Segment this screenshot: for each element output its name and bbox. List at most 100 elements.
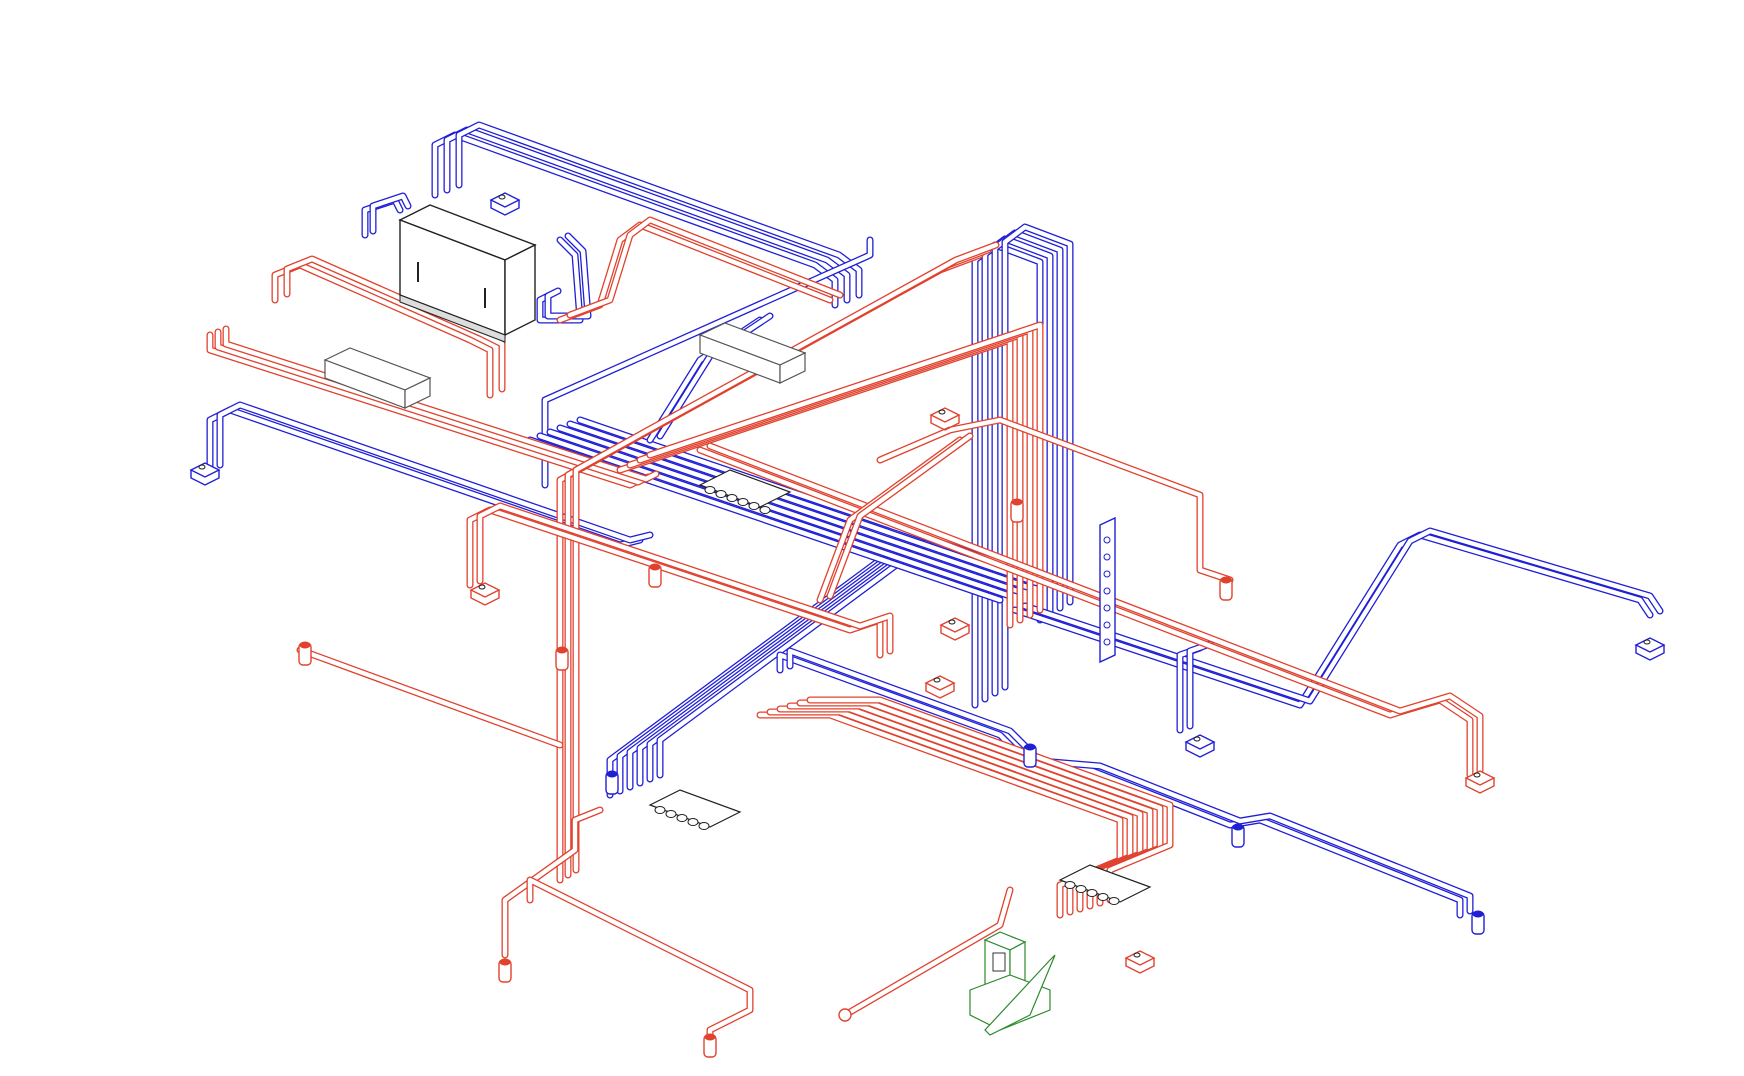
supply-hood-feed-0-core bbox=[842, 887, 1013, 1018]
terminal-box-icon-5-top bbox=[939, 617, 971, 633]
supply-left-headers-2-core bbox=[223, 326, 659, 482]
terminal-box-icon-3 bbox=[929, 407, 961, 431]
terminal-box-icon-8-top bbox=[1634, 637, 1666, 653]
supply-bottom-left-b-0 bbox=[526, 876, 754, 1049]
supply-right-branch-0-core bbox=[877, 417, 1233, 583]
return-manifold-run-3-core bbox=[557, 425, 1033, 591]
terminal-box-icon-4-side bbox=[925, 683, 955, 699]
manifold-icon-3-port-4 bbox=[1108, 897, 1120, 905]
rack-port-4 bbox=[1103, 604, 1111, 612]
return-cap-1-valve-icon bbox=[1472, 910, 1484, 918]
terminal-box-icon-8 bbox=[1634, 637, 1666, 661]
manifold-icon-port-1 bbox=[715, 490, 727, 498]
supply-bottom-left-a-0 bbox=[501, 806, 604, 959]
return-top-run-2-core bbox=[456, 122, 862, 298]
fittings-group bbox=[189, 192, 1666, 1058]
ahu-side bbox=[504, 243, 536, 337]
manifold-icon-2-port-4 bbox=[698, 822, 710, 830]
terminal-box-icon-4-top bbox=[924, 675, 956, 691]
manifold-icon-2-port-2 bbox=[676, 814, 688, 822]
manifold-icon bbox=[698, 469, 792, 514]
supply-riser-3-core bbox=[647, 322, 1043, 613]
return-manifold-run-1-core bbox=[537, 433, 1013, 599]
rack-port-3 bbox=[1103, 587, 1111, 595]
terminal-box-icon-5-side bbox=[940, 625, 970, 641]
supply-right-main-1-core bbox=[707, 443, 1483, 774]
return-pipe-network bbox=[206, 121, 1664, 919]
air-handling-unit-icon bbox=[398, 204, 537, 343]
supply-pipe-network bbox=[206, 216, 1484, 1049]
return-ahu-loop-1-core bbox=[370, 193, 411, 234]
terminal-box-icon-6-port bbox=[1193, 736, 1201, 742]
terminal-box-icon-5-port bbox=[948, 619, 956, 625]
range-hood-icon bbox=[969, 931, 1056, 1036]
manifold-rack bbox=[1099, 516, 1116, 664]
supply-bottom-left-b-0-core bbox=[527, 877, 753, 1048]
supply-left-drop-0-core bbox=[467, 507, 883, 658]
terminal-box-icon-10 bbox=[489, 192, 521, 216]
supply-cap-7 bbox=[703, 1033, 717, 1058]
return-lower-right-0-core bbox=[777, 652, 1463, 918]
terminal-box-icon-2-top bbox=[469, 582, 501, 598]
terminal-box-icon-1 bbox=[189, 462, 221, 486]
open-pipe-end bbox=[838, 1008, 852, 1022]
supply-left-drop-1-core bbox=[477, 503, 893, 654]
terminal-box-icon-8-port bbox=[1643, 639, 1651, 645]
terminal-box-icon-4 bbox=[924, 675, 956, 699]
manifold-icon-2 bbox=[648, 789, 742, 830]
terminal-box-icon-2-port bbox=[478, 584, 486, 590]
manifold-icon-2-port-1 bbox=[665, 810, 677, 818]
supply-cap-2-valve-icon bbox=[556, 646, 568, 654]
terminal-box-icon-2 bbox=[469, 582, 501, 606]
return-cap-1 bbox=[1471, 910, 1485, 935]
manifold-icon-port-0 bbox=[704, 486, 716, 494]
supply-cap-4-valve-icon bbox=[1011, 498, 1023, 506]
terminal-box-icon-3-port bbox=[938, 409, 946, 415]
return-top-run-1-core bbox=[444, 127, 850, 303]
terminal-box-icon-6 bbox=[1184, 734, 1216, 758]
terminal-box-icon-10-top bbox=[489, 192, 521, 208]
terminal-box-icon-9 bbox=[1124, 950, 1156, 974]
terminal-box-icon-7 bbox=[1464, 770, 1496, 794]
return-left-run-1-core bbox=[217, 402, 653, 543]
supply-center-loop-1-core bbox=[827, 433, 973, 599]
terminal-box-icon-3-side bbox=[930, 415, 960, 431]
return-manifold-run-2-core bbox=[547, 429, 1023, 595]
manifold-icon-3-port-1 bbox=[1075, 885, 1087, 893]
fan-coil-unit-icon bbox=[698, 322, 807, 384]
terminal-box-icon-6-side bbox=[1185, 742, 1215, 758]
rack-port-5 bbox=[1103, 621, 1111, 629]
return-cap-3-valve-icon bbox=[1024, 743, 1036, 751]
return-riser-3-core bbox=[1002, 224, 1073, 690]
rack-port-2 bbox=[1103, 570, 1111, 578]
supply-bottom-left-a-0-core bbox=[502, 807, 603, 958]
supply-cap-3 bbox=[298, 641, 312, 666]
return-cap-2-valve-icon bbox=[1232, 823, 1244, 831]
return-cap-3 bbox=[1023, 743, 1037, 768]
fan-coil-unit-icon-2-side bbox=[404, 377, 431, 409]
return-cap-2 bbox=[1231, 823, 1245, 848]
manifold-icon-port-3 bbox=[737, 498, 749, 506]
terminal-box-icon-7-port bbox=[1473, 772, 1481, 778]
manifold-icon-3-port-2 bbox=[1086, 889, 1098, 897]
terminal-box-icon-9-port bbox=[1133, 952, 1141, 958]
terminal-box-icon-1-port bbox=[198, 464, 206, 470]
supply-cap-2 bbox=[555, 646, 569, 671]
manifold-icon-3 bbox=[1058, 864, 1152, 905]
fan-coil-unit-icon-2 bbox=[323, 347, 432, 409]
terminal-box-icon-9-top bbox=[1124, 950, 1156, 966]
rack-port-1 bbox=[1103, 553, 1111, 561]
supply-ahu-loop-1-core bbox=[284, 256, 505, 392]
terminal-box-icon-1-side bbox=[190, 470, 220, 486]
manifold-icon-3-port-0 bbox=[1064, 881, 1076, 889]
return-lower-diag-5-core bbox=[657, 537, 933, 778]
return-cap-4 bbox=[605, 770, 619, 795]
terminal-box-icon-10-side bbox=[490, 200, 520, 216]
terminal-box-icon-8-side bbox=[1635, 645, 1665, 661]
return-right-drop-1 bbox=[1186, 640, 1214, 730]
supply-cap-5 bbox=[1219, 576, 1233, 601]
return-lower-right-1-core bbox=[787, 648, 1473, 914]
manifold-icon-port-2 bbox=[726, 494, 738, 502]
supply-cap-4 bbox=[1010, 498, 1024, 523]
supply-cap-1-valve-icon bbox=[649, 563, 661, 571]
